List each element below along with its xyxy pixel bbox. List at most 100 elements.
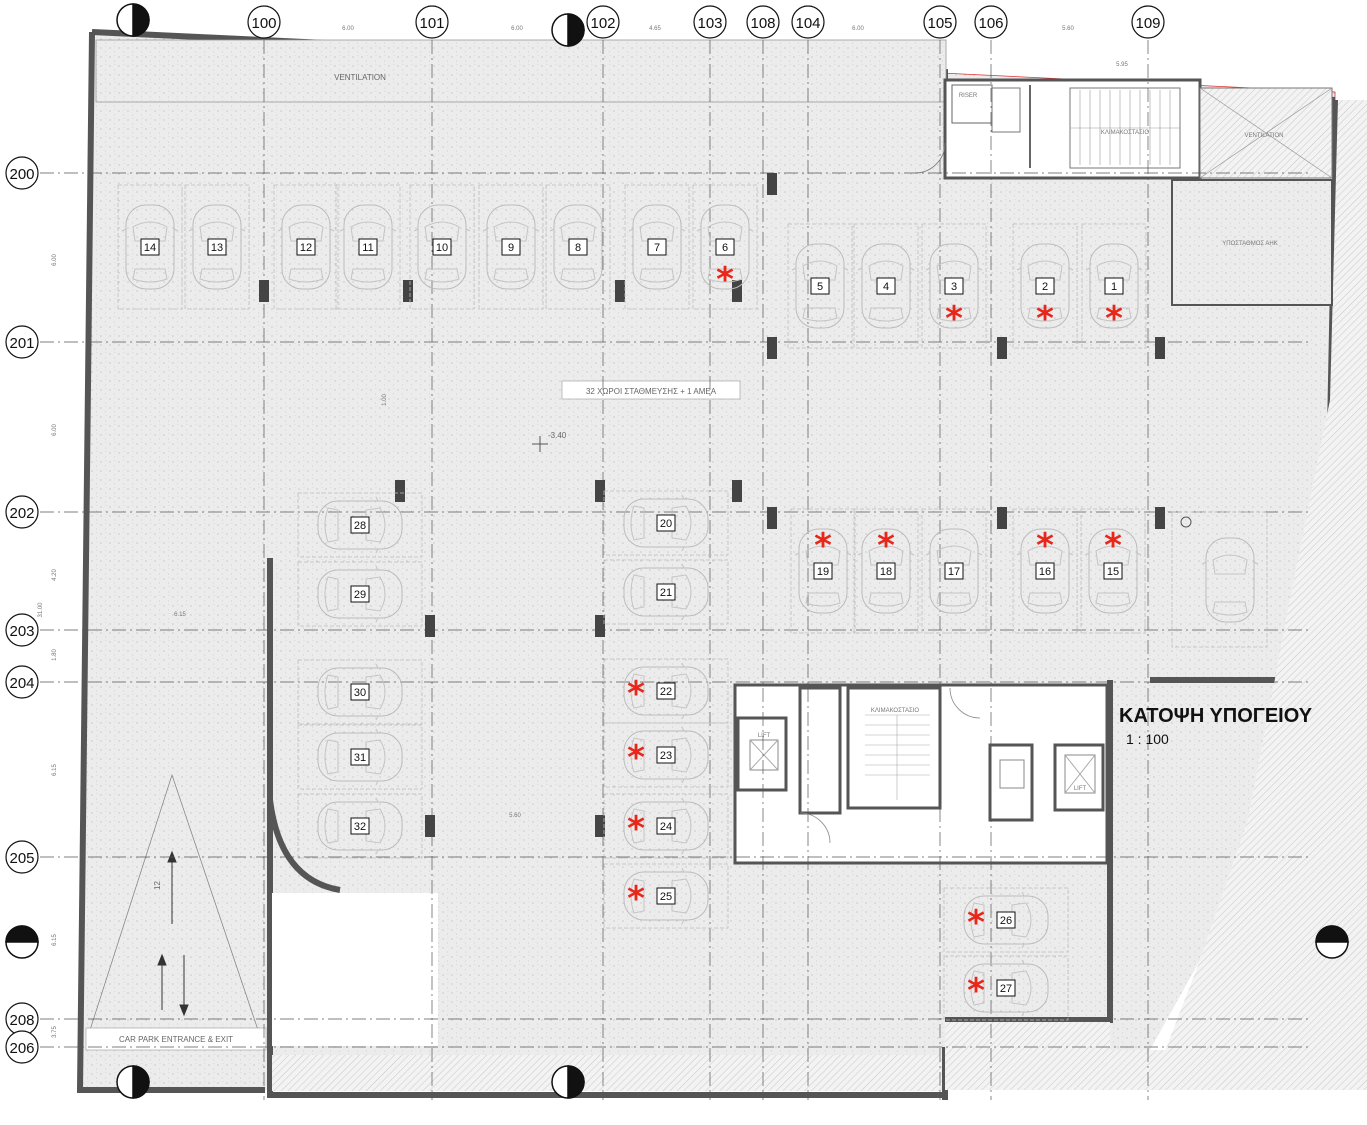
- parking-bay-outline: [117, 184, 183, 310]
- parking-bay-outline: [787, 223, 853, 349]
- spot-number: 24: [660, 821, 672, 833]
- parking-bay-outline: [1080, 508, 1146, 634]
- star-marker: *: [877, 526, 895, 566]
- level-label: -3.40: [548, 431, 567, 440]
- grid-bubble-108: [746, 5, 780, 39]
- spot-number: 5: [817, 281, 823, 293]
- spot-number-box: [876, 277, 896, 295]
- grid-label-206: 206: [9, 1040, 34, 1057]
- spot-number-box: [350, 817, 370, 835]
- grid-bubble-102: [586, 5, 620, 39]
- star-marker: *: [814, 526, 832, 566]
- parking-spot: 12: [273, 184, 339, 310]
- spot-number-box: [1035, 277, 1055, 295]
- dimension-text: 31.00: [38, 602, 44, 618]
- spot-number: 27: [1000, 983, 1012, 995]
- parking-bay-outline: [297, 793, 423, 859]
- parking-spot: 16*: [1012, 508, 1078, 634]
- dimension-text: 6.00: [511, 26, 523, 32]
- column: [767, 337, 777, 359]
- dimension-text: 6.15: [174, 612, 186, 618]
- grid-label-108: 108: [750, 15, 775, 32]
- stair-core-label: ΚΛΙΜΑΚΟΣΤΑΣΙΟ: [871, 708, 919, 714]
- parking-spot: 30: [297, 659, 423, 725]
- grid-label-100: 100: [251, 15, 276, 32]
- grid-bubble-205: [5, 840, 39, 874]
- dimension-text: 6.00: [52, 254, 58, 266]
- ventilation-label-top: VENTILATION: [334, 73, 386, 82]
- spot-number: 7: [654, 242, 660, 254]
- star-marker: *: [967, 971, 985, 1011]
- lower-right-hatch: [945, 1022, 1170, 1090]
- spot-number: 26: [1000, 915, 1012, 927]
- parking-bay-outline: [943, 955, 1069, 1021]
- spot-number-box: [207, 238, 227, 256]
- spot-number-box: [432, 238, 452, 256]
- ramp-label: 12: [153, 881, 162, 890]
- spot-number: 9: [508, 242, 514, 254]
- dimension-text: 4.20: [52, 569, 58, 581]
- grid-bubble-206: [5, 1030, 39, 1064]
- grid-label-101: 101: [419, 15, 444, 32]
- grid-label-201: 201: [9, 335, 34, 352]
- star-marker: *: [945, 299, 963, 339]
- parking-bay-outline: [335, 184, 401, 310]
- grid-label-104: 104: [795, 15, 820, 32]
- dimension-text: 1.80: [52, 649, 58, 661]
- parking-spot: 26*: [943, 887, 1069, 953]
- spot-number: 12: [300, 242, 312, 254]
- spot-number: 23: [660, 750, 672, 762]
- parking-bay-outline: [603, 559, 729, 625]
- parking-bay-outline: [273, 184, 339, 310]
- bottom-hatch-strip: [272, 1055, 942, 1091]
- dimension-text: 6.15: [52, 764, 58, 776]
- entrance-label: CAR PARK ENTRANCE & EXIT: [119, 1035, 233, 1044]
- grid-bubble-106: [974, 5, 1008, 39]
- parking-spot: 1*: [1081, 223, 1147, 349]
- spot-number: 20: [660, 518, 672, 530]
- spot-number: 14: [144, 242, 156, 254]
- grid-bubble-100: [247, 5, 281, 39]
- spot-number-box: [656, 817, 676, 835]
- parking-spot: 28: [297, 492, 423, 558]
- spot-number: 32: [354, 821, 366, 833]
- star-marker: *: [627, 879, 645, 919]
- grid-bubble-204: [5, 665, 39, 699]
- parking-bay-outline: [297, 724, 423, 790]
- spot-number-box: [656, 887, 676, 905]
- spot-number-box: [656, 583, 676, 601]
- spot-number: 6: [722, 242, 728, 254]
- spot-number-box: [813, 562, 833, 580]
- parking-spot: 10: [409, 184, 475, 310]
- grid-bubble-105: [923, 5, 957, 39]
- parking-spot: 15*: [1080, 508, 1146, 634]
- stair-top-label: ΚΛΙΜΑΚΟΣΤΑΣΙΟ: [1101, 130, 1149, 136]
- parking-bay-outline: [921, 223, 987, 349]
- spot-number-box: [501, 238, 521, 256]
- spot-number-box: [350, 516, 370, 534]
- grid-label-109: 109: [1135, 15, 1160, 32]
- column: [732, 480, 742, 502]
- column: [1155, 507, 1165, 529]
- spot-number: 15: [1107, 566, 1119, 578]
- parking-spot: 29: [297, 561, 423, 627]
- parking-spot: 7: [624, 184, 690, 310]
- parking-spot: 19*: [790, 508, 856, 634]
- column: [259, 280, 269, 302]
- dimension-text: 5.60: [1062, 26, 1074, 32]
- spot-number: 16: [1039, 566, 1051, 578]
- parking-spot: 13: [184, 184, 250, 310]
- grid-bubble-109: [1131, 5, 1165, 39]
- spot-number: 18: [880, 566, 892, 578]
- grid-label-106: 106: [978, 15, 1003, 32]
- parking-spot: 24*: [603, 793, 729, 859]
- dimension-text: 3.75: [52, 1026, 58, 1038]
- spot-number: 25: [660, 891, 672, 903]
- parking-bay-outline: [478, 184, 544, 310]
- parking-spot: 11: [335, 184, 401, 310]
- spot-number-box: [647, 238, 667, 256]
- grid-label-205: 205: [9, 850, 34, 867]
- parking-bay-outline: [943, 887, 1069, 953]
- parking-spot: 18*: [853, 508, 919, 634]
